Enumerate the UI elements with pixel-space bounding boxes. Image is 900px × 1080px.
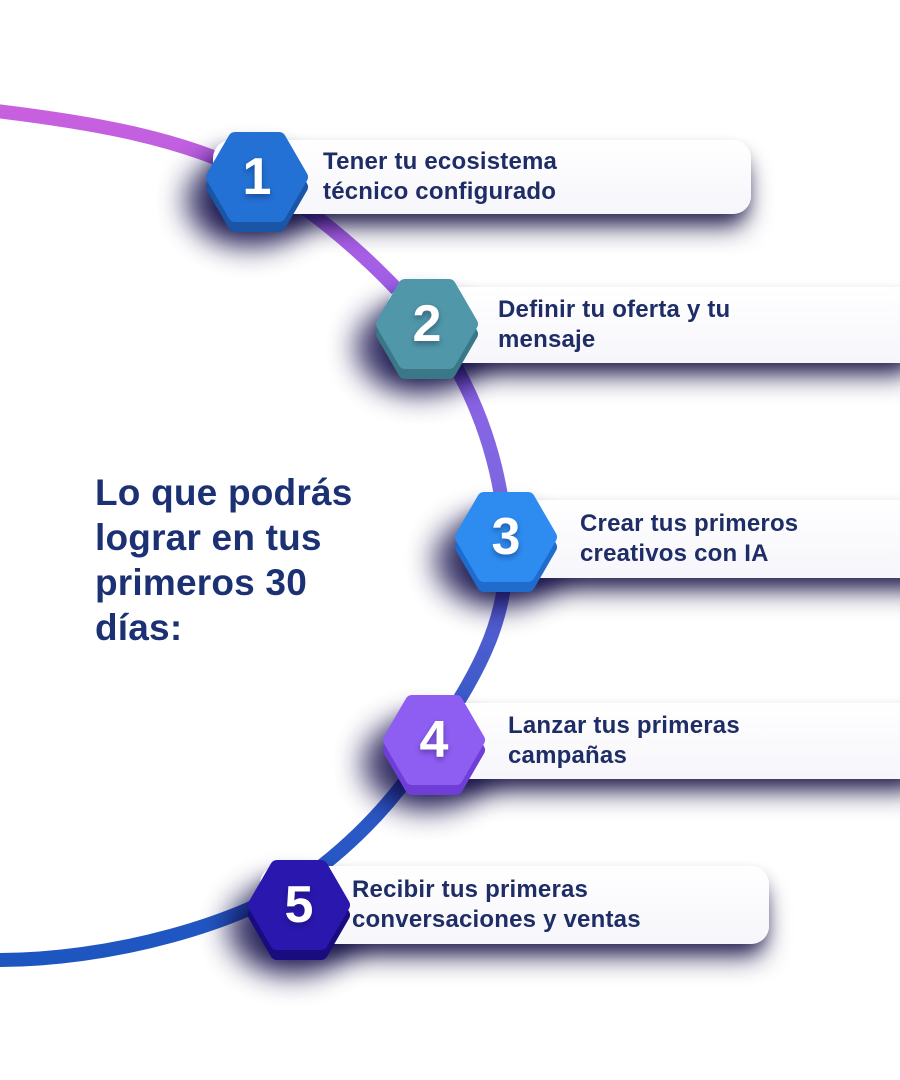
page-title-line: días: [95, 607, 183, 648]
hexagon-face [383, 695, 485, 785]
page-title-line: primeros 30 [95, 562, 307, 603]
page-title-line: Lo que podrás [95, 472, 353, 513]
step-4-number: 4 [419, 711, 449, 769]
step-3-number: 3 [491, 508, 521, 566]
step-4-label: Lanzar tus primeras campañas [508, 712, 740, 769]
hexagon-4-shape [383, 695, 485, 795]
hexagon-face [206, 132, 308, 222]
step-hexagon-1: 1 [191, 123, 323, 239]
step-hexagon-5: 5 [233, 851, 365, 967]
hexagon-face [248, 860, 350, 950]
step-5-label: Recibir tus primeras conversaciones y ve… [352, 876, 641, 933]
step-hexagon-2: 2 [361, 270, 493, 386]
step-card-2: Definir tu oferta y tu mensaje [388, 287, 900, 363]
page-title-line: lograr en tus [95, 517, 322, 558]
hexagon-face [376, 279, 478, 369]
hexagon-1-shape [206, 132, 308, 232]
hexagon-2-shape [376, 279, 478, 379]
step-1-label: Tener tu ecosistema técnico configurado [323, 148, 558, 205]
step-5-number: 5 [284, 876, 314, 934]
step-3-label: Crear tus primeros creativos con IA [580, 510, 799, 567]
hexagon-5-shape [248, 860, 350, 960]
step-hexagon-4: 4 [368, 686, 500, 802]
step-2-label: Definir tu oferta y tu mensaje [498, 296, 731, 353]
hexagon-3-shape [455, 492, 557, 592]
hexagon-face [455, 492, 557, 582]
step-hexagon-3: 3 [440, 483, 572, 599]
step-2-number: 2 [412, 295, 442, 353]
step-1-number: 1 [242, 148, 272, 206]
page-title: Lo que podrás lograr en tus primeros 30 … [95, 470, 353, 650]
